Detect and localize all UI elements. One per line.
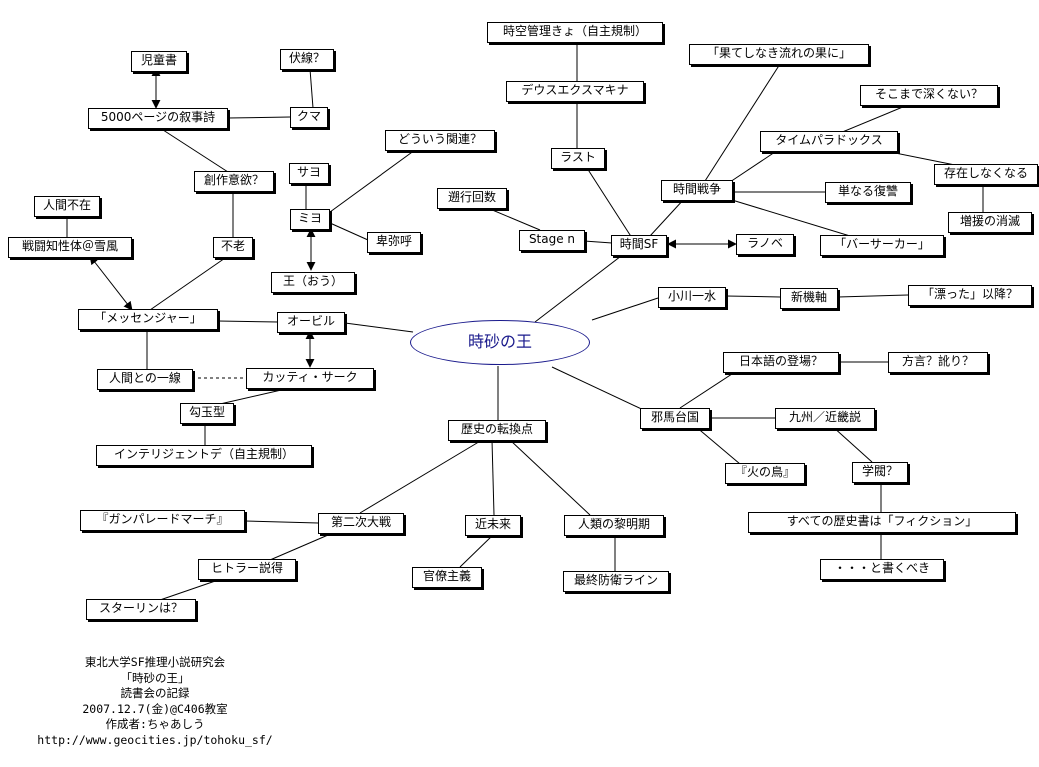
edge-tenkanten-reimei: [509, 439, 591, 516]
footer-date: 2007.12.7(金)@C406教室: [82, 701, 228, 716]
footer-author: 作成者:ちゃあしう: [105, 717, 205, 731]
node-kyushu: 九州／近畿説: [775, 408, 875, 429]
node-messenger: 「メッセンジャー」: [78, 309, 218, 330]
node-jojishi: 5000ページの叙事詩: [88, 108, 228, 129]
node-isen: 人間との一線: [97, 369, 193, 390]
node-intelligent: インテリジェントデ（自主規制）: [96, 445, 312, 466]
edge-ogawa-shinkijiku: [725, 295, 781, 298]
node-douiu: どういう関連？: [385, 130, 495, 151]
edge-center-ogawa: [591, 297, 659, 321]
edge-jojishi-kuma: [227, 116, 291, 119]
node-hateshi: 「果てしなき流れの果に」: [689, 44, 869, 65]
node-magatama: 勾玉型: [180, 403, 234, 424]
footer-url[interactable]: http://www.geocities.jp/tohoku_sf/: [37, 732, 273, 747]
center-topic: 時砂の王: [410, 320, 590, 365]
edge-jikansensou-berserker: [731, 199, 851, 237]
node-furou: 不老: [213, 237, 253, 258]
edge-messenger-orvil: [217, 320, 279, 323]
node-last: ラスト: [551, 148, 605, 169]
node-subete: すべての歴史書は「フィクション」: [748, 512, 1016, 533]
edge-yamatai-hinotori: [694, 425, 741, 465]
node-jidou: 児童書: [131, 51, 187, 72]
node-stage: Stage n: [519, 230, 585, 251]
edge-sokou-stage: [489, 208, 541, 231]
edge-ww2-hitler: [269, 531, 336, 561]
edge-tenkanten-kinmirai: [491, 439, 495, 516]
edge-jikansf-center: [534, 252, 626, 323]
edge-jojishi-souyoku: [159, 127, 229, 173]
node-ogawa: 小川一水: [658, 287, 726, 308]
node-hinotori: 『火の鳥』: [725, 463, 805, 484]
node-kakubeki: ・・・と書くべき: [820, 559, 944, 580]
node-gakubatsu: 学閥？: [852, 462, 908, 483]
edge-jikansensou-hateshi: [704, 63, 781, 182]
node-hitler: ヒトラー説得: [198, 559, 296, 580]
node-miyo: ミヨ: [290, 209, 330, 230]
node-hougen: 方言？訛り？: [888, 352, 988, 373]
node-kinmirai: 近未来: [465, 515, 521, 536]
node-sokou: 遡行回数: [437, 188, 507, 209]
edge-shinkijiku-tadayotta: [837, 294, 909, 298]
node-cutty: カッティ・サーク: [246, 368, 374, 389]
edge-orvil-center: [344, 322, 414, 333]
node-reimei: 人類の黎明期: [564, 515, 664, 536]
edge-yamatai-nihongo: [679, 371, 736, 409]
node-kanryou: 官僚主義: [412, 567, 482, 588]
node-berserker: 「バーサーカー」: [820, 235, 944, 256]
edge-cutty-magatama: [219, 387, 291, 405]
edge-jikansensou-paradox: [729, 151, 776, 183]
edge-kinmirai-kanryou: [459, 533, 495, 568]
node-stalin: スターリンは？: [86, 599, 196, 620]
node-ranobe: ラノベ: [736, 234, 794, 255]
edge-miyo-douiu: [329, 149, 416, 213]
edge-hitler-stalin: [159, 577, 225, 601]
center-topic-label: 時砂の王: [467, 332, 532, 351]
node-zouen: 増援の消滅: [948, 212, 1032, 233]
node-ou: 王（おう）: [271, 272, 355, 293]
node-nihongo: 日本語の登場？: [723, 352, 839, 373]
node-sokomade: そこまで深くない？: [860, 85, 998, 106]
arrow-sentou-messenger: [89, 255, 133, 311]
node-ww2: 第二次大戦: [318, 513, 404, 534]
edge-kuma-fukusen: [309, 68, 314, 109]
node-souyoku: 創作意欲？: [194, 171, 274, 192]
node-orvil: オービル: [277, 312, 345, 333]
edge-center-yamatai: [551, 366, 651, 414]
edge-miyo-himiko: [329, 222, 369, 241]
node-sentou: 戦闘知性体＠雪風: [8, 237, 132, 258]
node-deus: デウスエクスマキナ: [506, 81, 644, 102]
edge-last-jikansf: [586, 167, 633, 239]
edge-furou-messenger: [149, 255, 229, 311]
edge-ww2-gunparade: [244, 520, 319, 524]
edge-stage-jikansf: [583, 240, 613, 244]
node-sayo: サヨ: [289, 163, 329, 184]
node-fukusen: 伏線？: [280, 49, 334, 70]
node-tadayotta: 「漂った」以降？: [908, 285, 1032, 306]
edge-paradox-sonzai: [879, 149, 956, 166]
node-jikuu: 時空管理きょ（自主規制）: [487, 22, 663, 43]
node-shinkijiku: 新機軸: [780, 288, 838, 309]
node-ningenfuzai: 人間不在: [34, 196, 100, 217]
edge-jikansf-jikansensou: [649, 197, 686, 237]
node-fukushuu: 単なる復讐: [825, 182, 911, 203]
node-jikansf: 時間SF: [611, 235, 667, 256]
footer-book: 「時砂の王」: [120, 670, 190, 685]
edge-kyushu-gakubatsu: [831, 425, 873, 463]
node-gunparade: 『ガンパレードマーチ』: [80, 510, 245, 531]
footer-record: 読書会の記録: [120, 686, 190, 700]
node-yamatai: 邪馬台国: [640, 408, 710, 429]
footer-credits: 東北大学SF推理小説研究会 「時砂の王」 読書会の記録 2007.12.7(金)…: [0, 655, 310, 748]
node-jikansensou: 時間戦争: [661, 180, 733, 201]
node-tenkanten: 歴史の転換点: [448, 420, 546, 441]
node-himiko: 卑弥呼: [367, 232, 421, 253]
node-saishuu: 最終防衛ライン: [563, 571, 669, 592]
edge-paradox-sokomade: [839, 103, 911, 134]
edge-tenkanten-ww2: [359, 439, 483, 514]
node-kuma: クマ: [290, 107, 328, 128]
node-sonzai: 存在しなくなる: [934, 164, 1038, 185]
node-paradox: タイムパラドックス: [760, 131, 898, 152]
footer-club: 東北大学SF推理小説研究会: [84, 655, 226, 669]
